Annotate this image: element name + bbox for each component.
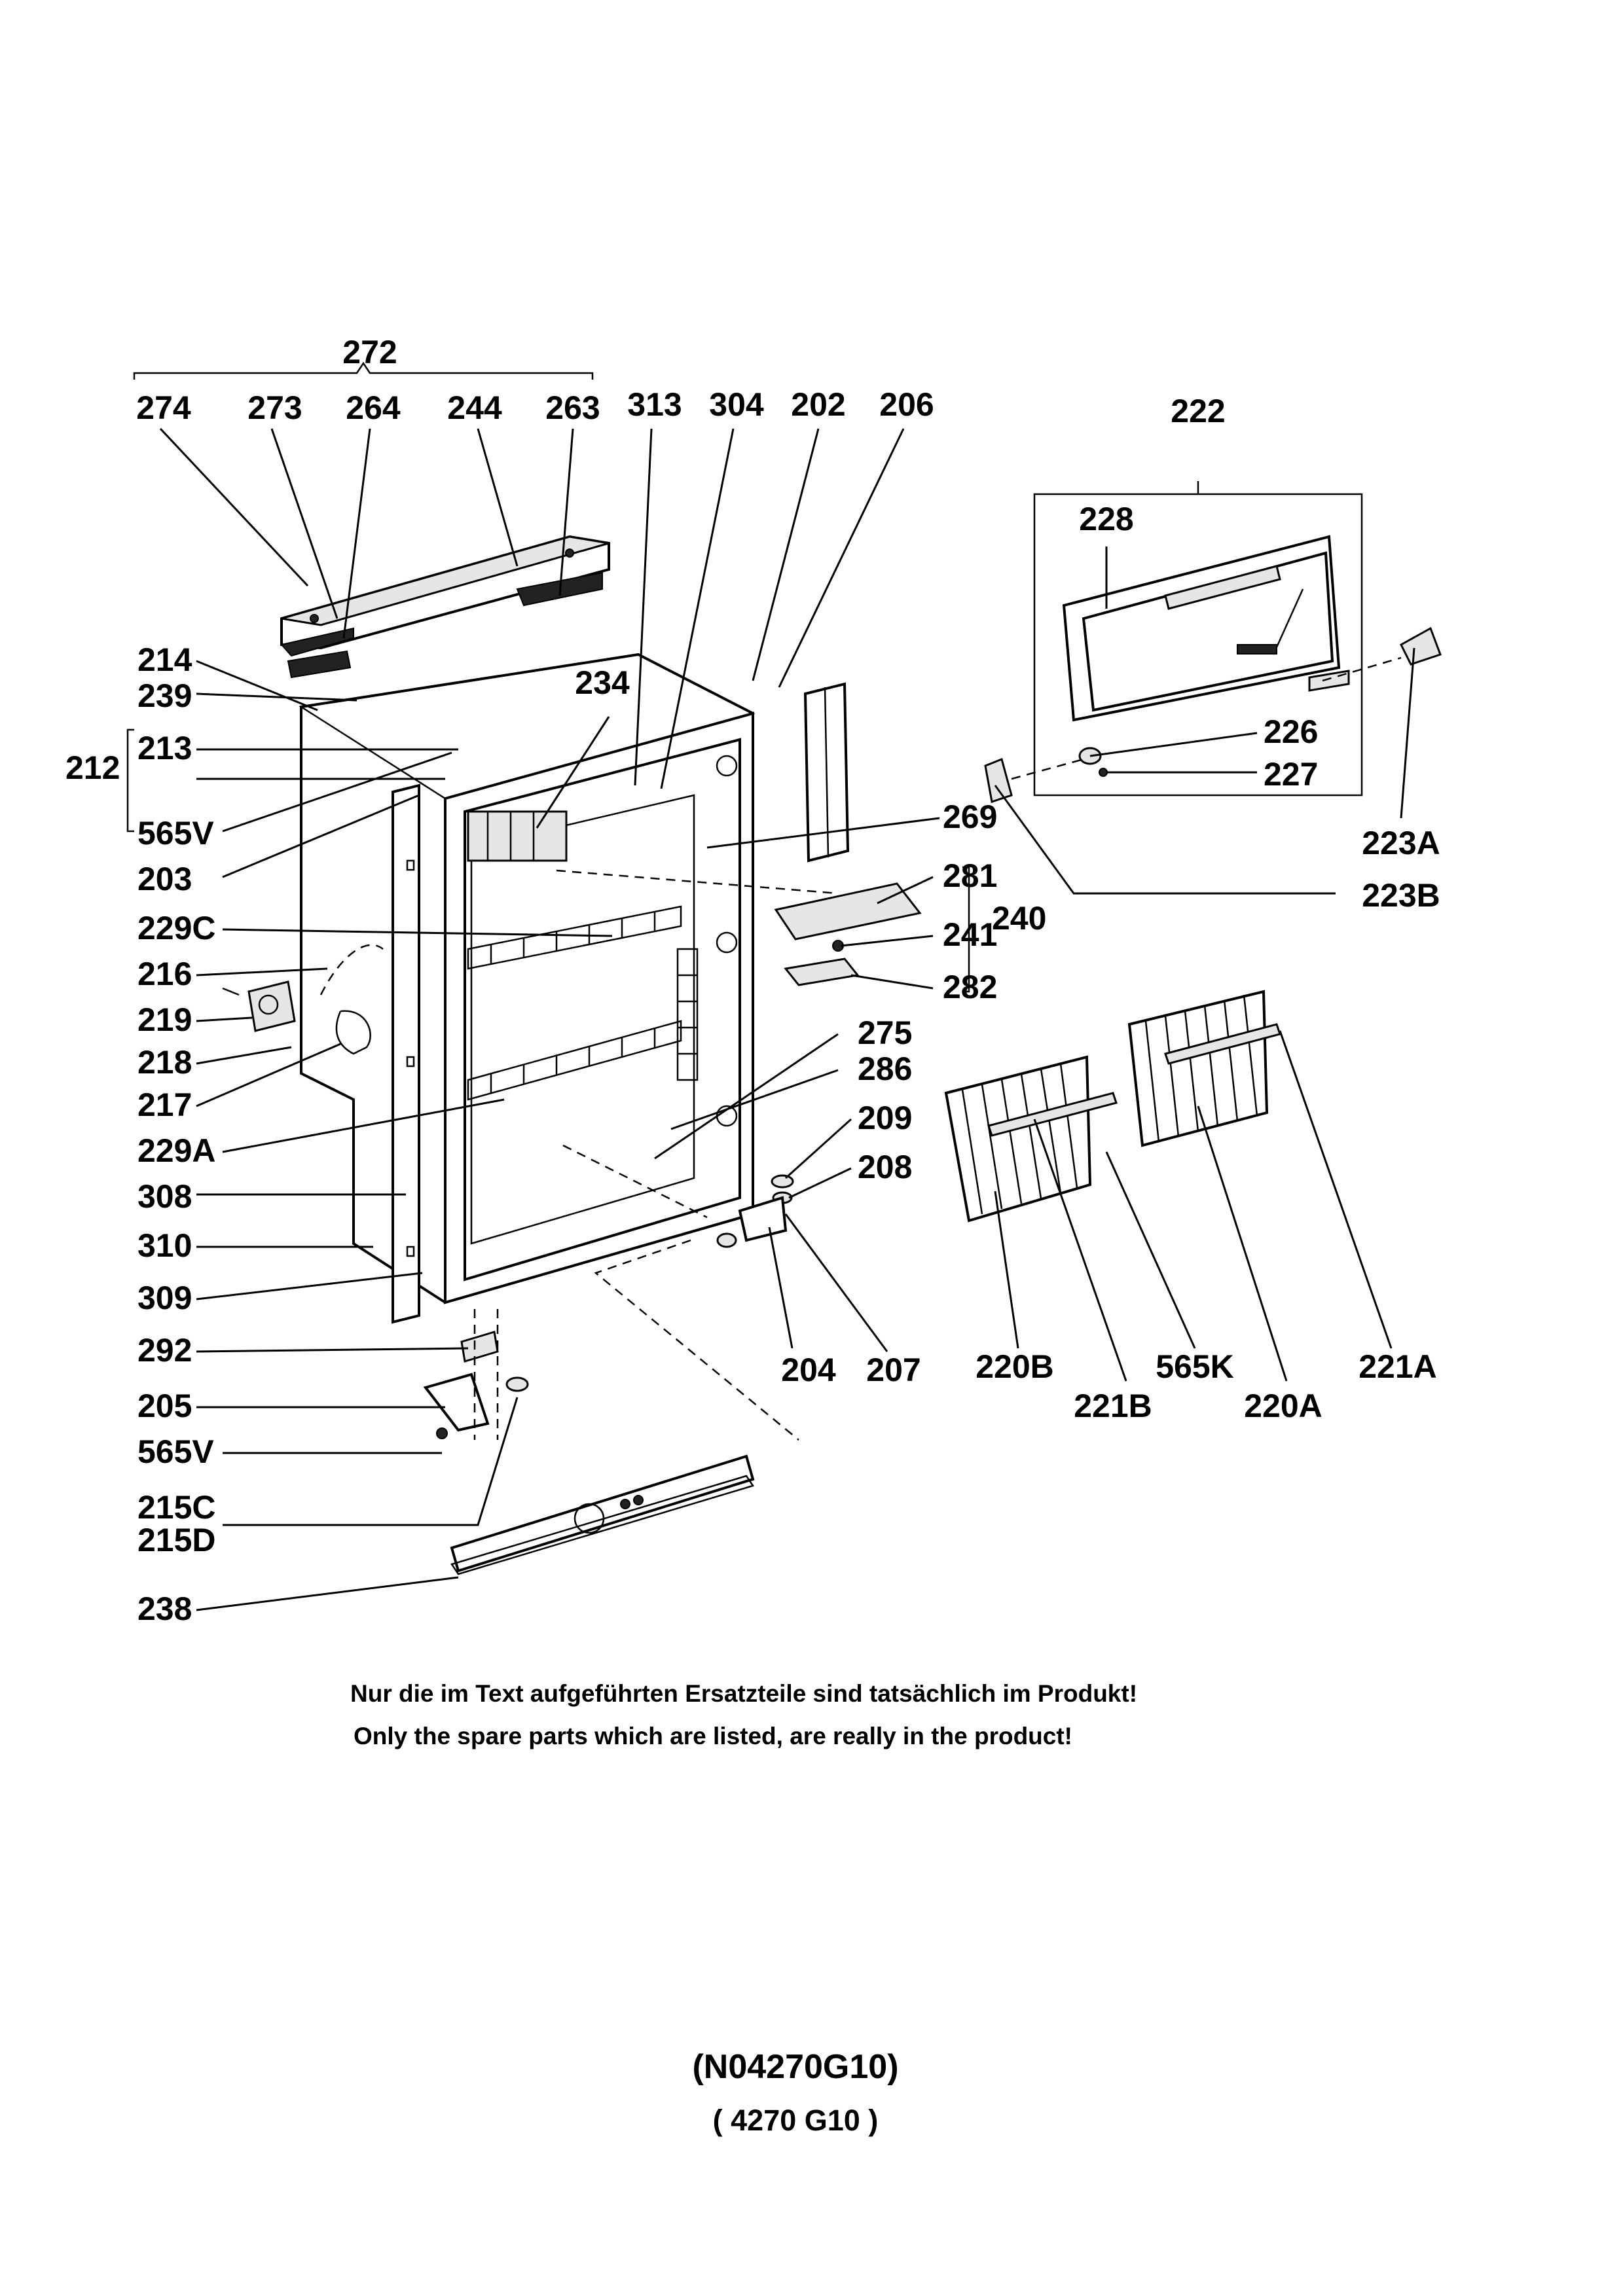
- label-203: 203: [137, 861, 192, 897]
- label-227: 227: [1264, 756, 1318, 793]
- cooling-fins-220a: [1127, 990, 1281, 1147]
- label-219: 219: [137, 1001, 192, 1038]
- label-239: 239: [137, 677, 192, 714]
- control-unit: [222, 944, 384, 1055]
- hinge-223a: [1400, 626, 1442, 666]
- label-202: 202: [791, 386, 845, 423]
- label-217: 217: [137, 1086, 192, 1123]
- label-263: 263: [545, 389, 600, 426]
- label-275: 275: [858, 1014, 912, 1051]
- label-565v-bottom: 565V: [137, 1433, 214, 1470]
- document-code-primary: (N04270G10): [692, 2048, 898, 2086]
- diagram-artwork: [133, 361, 1442, 1575]
- label-229a: 229A: [137, 1132, 216, 1169]
- cooling-fins-220b: [944, 1055, 1118, 1223]
- label-221a: 221A: [1359, 1348, 1437, 1385]
- refrigerator-cabinet: [299, 653, 756, 1324]
- label-223b: 223B: [1362, 877, 1440, 914]
- label-565k: 565K: [1156, 1348, 1234, 1385]
- label-218: 218: [137, 1044, 192, 1081]
- label-221b: 221B: [1074, 1388, 1152, 1424]
- document-code-secondary: ( 4270 G10 ): [713, 2104, 879, 2137]
- label-209: 209: [858, 1100, 912, 1136]
- bottom-hinge-parts: [423, 1309, 529, 1440]
- notice-english: Only the spare parts which are listed, a…: [354, 1723, 1072, 1749]
- label-282: 282: [943, 969, 997, 1005]
- label-216: 216: [137, 956, 192, 992]
- label-310: 310: [137, 1227, 192, 1264]
- footer-text: Nur die im Text aufgeführten Ersatzteile…: [350, 1680, 1137, 2137]
- label-240: 240: [992, 900, 1046, 937]
- group-272-bracket: [133, 361, 594, 380]
- label-234: 234: [575, 664, 630, 701]
- label-304: 304: [709, 386, 764, 423]
- label-207: 207: [866, 1352, 921, 1388]
- label-313: 313: [627, 386, 682, 423]
- label-223a: 223A: [1362, 825, 1440, 861]
- label-206: 206: [879, 386, 934, 423]
- label-226: 226: [1264, 713, 1318, 750]
- label-205: 205: [137, 1388, 192, 1424]
- label-308: 308: [137, 1178, 192, 1215]
- label-229c: 229C: [137, 910, 216, 946]
- hinge-small: [1308, 670, 1350, 692]
- bottom-trim-strip: [450, 1454, 755, 1575]
- shelf-229a: [467, 1020, 682, 1101]
- label-244: 244: [447, 389, 502, 426]
- label-269: 269: [943, 798, 997, 835]
- hinge-223b: [984, 757, 1013, 803]
- label-208: 208: [858, 1149, 912, 1185]
- part-227: [1099, 768, 1108, 777]
- label-222: 222: [1171, 393, 1225, 429]
- freezer-flap: [1062, 535, 1341, 722]
- top-cover-strip: [280, 535, 610, 679]
- label-238: 238: [137, 1590, 192, 1627]
- label-212: 212: [65, 749, 120, 786]
- label-286: 286: [858, 1050, 912, 1087]
- label-309: 309: [137, 1280, 192, 1316]
- notice-german: Nur die im Text aufgeführten Ersatzteile…: [350, 1680, 1137, 1707]
- label-220a: 220A: [1244, 1388, 1322, 1424]
- label-215c: 215C: [137, 1489, 216, 1526]
- part-labels: 272 274 273 264 244 263 313 304 202 206 …: [65, 334, 1440, 1627]
- label-264: 264: [346, 389, 401, 426]
- label-213: 213: [137, 730, 192, 766]
- label-565v-top: 565V: [137, 815, 214, 852]
- label-273: 273: [247, 389, 302, 426]
- label-204: 204: [781, 1352, 836, 1388]
- handle-group: [774, 882, 922, 986]
- label-274: 274: [136, 389, 191, 426]
- label-281: 281: [943, 857, 997, 894]
- label-292: 292: [137, 1332, 192, 1369]
- door-strip: [803, 682, 850, 863]
- right-feet: [716, 1174, 794, 1248]
- label-214: 214: [137, 641, 192, 678]
- label-220b: 220B: [976, 1348, 1054, 1385]
- label-241: 241: [943, 916, 997, 953]
- label-272: 272: [342, 334, 397, 370]
- label-215d: 215D: [137, 1522, 216, 1558]
- label-228: 228: [1079, 501, 1133, 537]
- leader-lines: [126, 427, 1415, 1611]
